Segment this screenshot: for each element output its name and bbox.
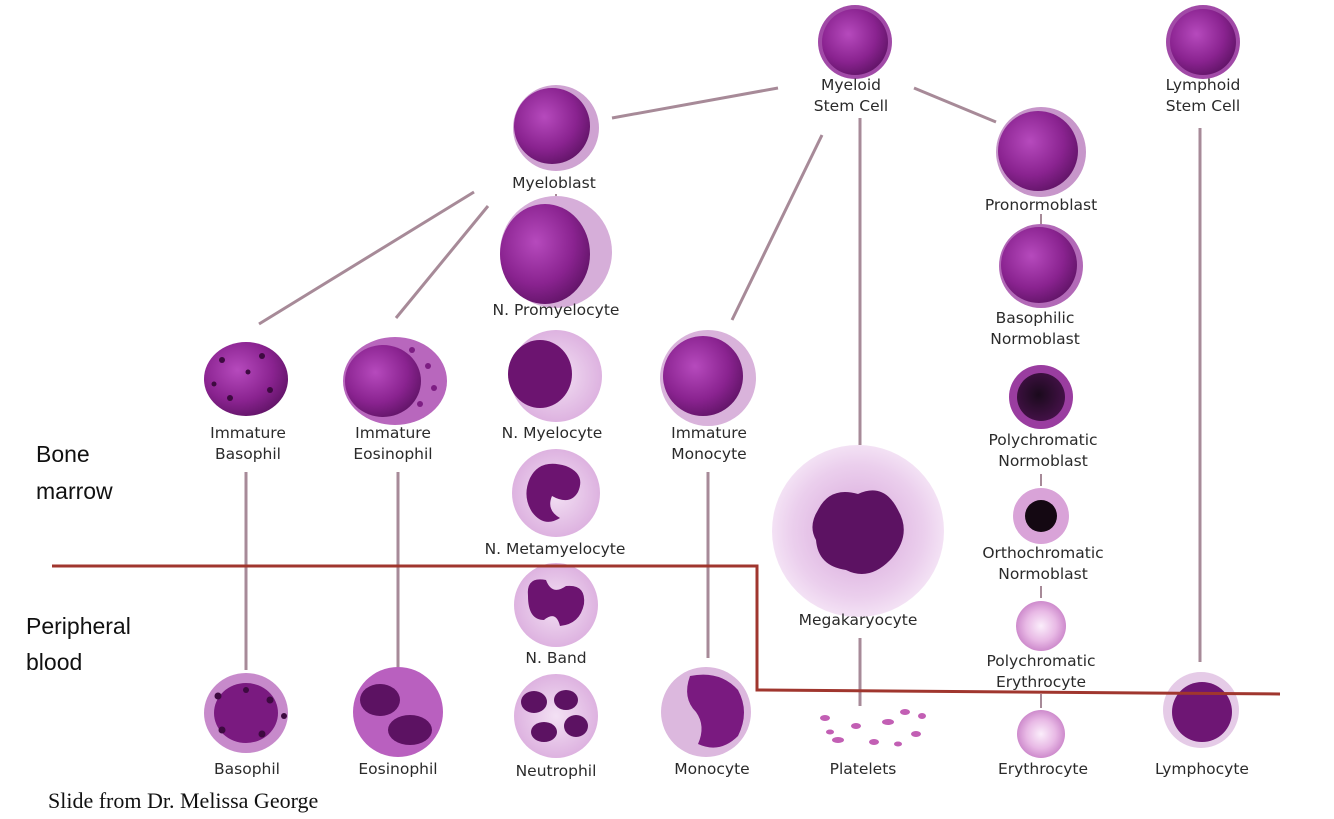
cells <box>204 5 1240 758</box>
basophilic-normoblast-image <box>999 224 1083 308</box>
basophil-label: Basophil <box>214 760 280 778</box>
platelets-image <box>820 709 926 747</box>
monocyte-label: Monocyte <box>674 760 749 778</box>
line-myeloblast-basophil <box>258 190 475 326</box>
n-band-label: N. Band <box>525 649 586 667</box>
line-myeloblast-eosinophil <box>394 205 490 319</box>
immature-monocyte-image <box>660 330 756 426</box>
immature-basophil-image <box>204 342 288 416</box>
slide-credit: Slide from Dr. Melissa George <box>48 788 318 813</box>
n-myelocyte-label: N. Myelocyte <box>502 424 603 442</box>
line-myeloid-monocyte <box>730 134 824 321</box>
megakaryocyte-image <box>772 445 944 617</box>
eosinophil-label: Eosinophil <box>358 760 437 778</box>
line-myeloid-pronormoblast <box>913 86 997 124</box>
erythrocyte-label: Erythrocyte <box>998 760 1088 778</box>
polychromatic-erythrocyte-image <box>1016 601 1066 651</box>
connector-lines <box>244 86 1202 708</box>
n-band-image <box>514 563 598 647</box>
monocyte-image <box>661 667 751 757</box>
n-metamyelocyte-image <box>512 449 600 537</box>
basophil-image <box>204 673 288 753</box>
neutrophil-image <box>514 674 598 758</box>
myeloblast-image <box>513 85 599 171</box>
pronormoblast-image <box>996 107 1086 197</box>
line-myeloid-myeloblast <box>611 86 779 120</box>
erythrocyte-image <box>1017 710 1065 758</box>
eosinophil-image <box>353 667 443 757</box>
lymphocyte-label: Lymphocyte <box>1155 760 1249 778</box>
platelets-label: Platelets <box>830 760 897 778</box>
pronormoblast-label: Pronormoblast <box>985 196 1097 214</box>
n-myelocyte-image <box>508 330 602 422</box>
orthochromatic-normoblast-image <box>1013 488 1069 544</box>
n-metamyelocyte-label: N. Metamyelocyte <box>485 540 626 558</box>
n-promyelocyte-image <box>500 196 612 308</box>
myeloblast-label: Myeloblast <box>512 174 596 192</box>
megakaryocyte-label: Megakaryocyte <box>799 611 918 629</box>
immature-eosinophil-image <box>343 337 447 425</box>
marrow-blood-boundary <box>52 564 1281 696</box>
lymphoid-stem-cell-image <box>1166 5 1240 79</box>
myeloid-stem-cell-image <box>818 5 892 79</box>
polychromatic-normoblast-image <box>1009 365 1073 429</box>
lymphocyte-image <box>1163 672 1239 748</box>
neutrophil-label: Neutrophil <box>516 762 597 780</box>
n-promyelocyte-label: N. Promyelocyte <box>493 301 620 319</box>
